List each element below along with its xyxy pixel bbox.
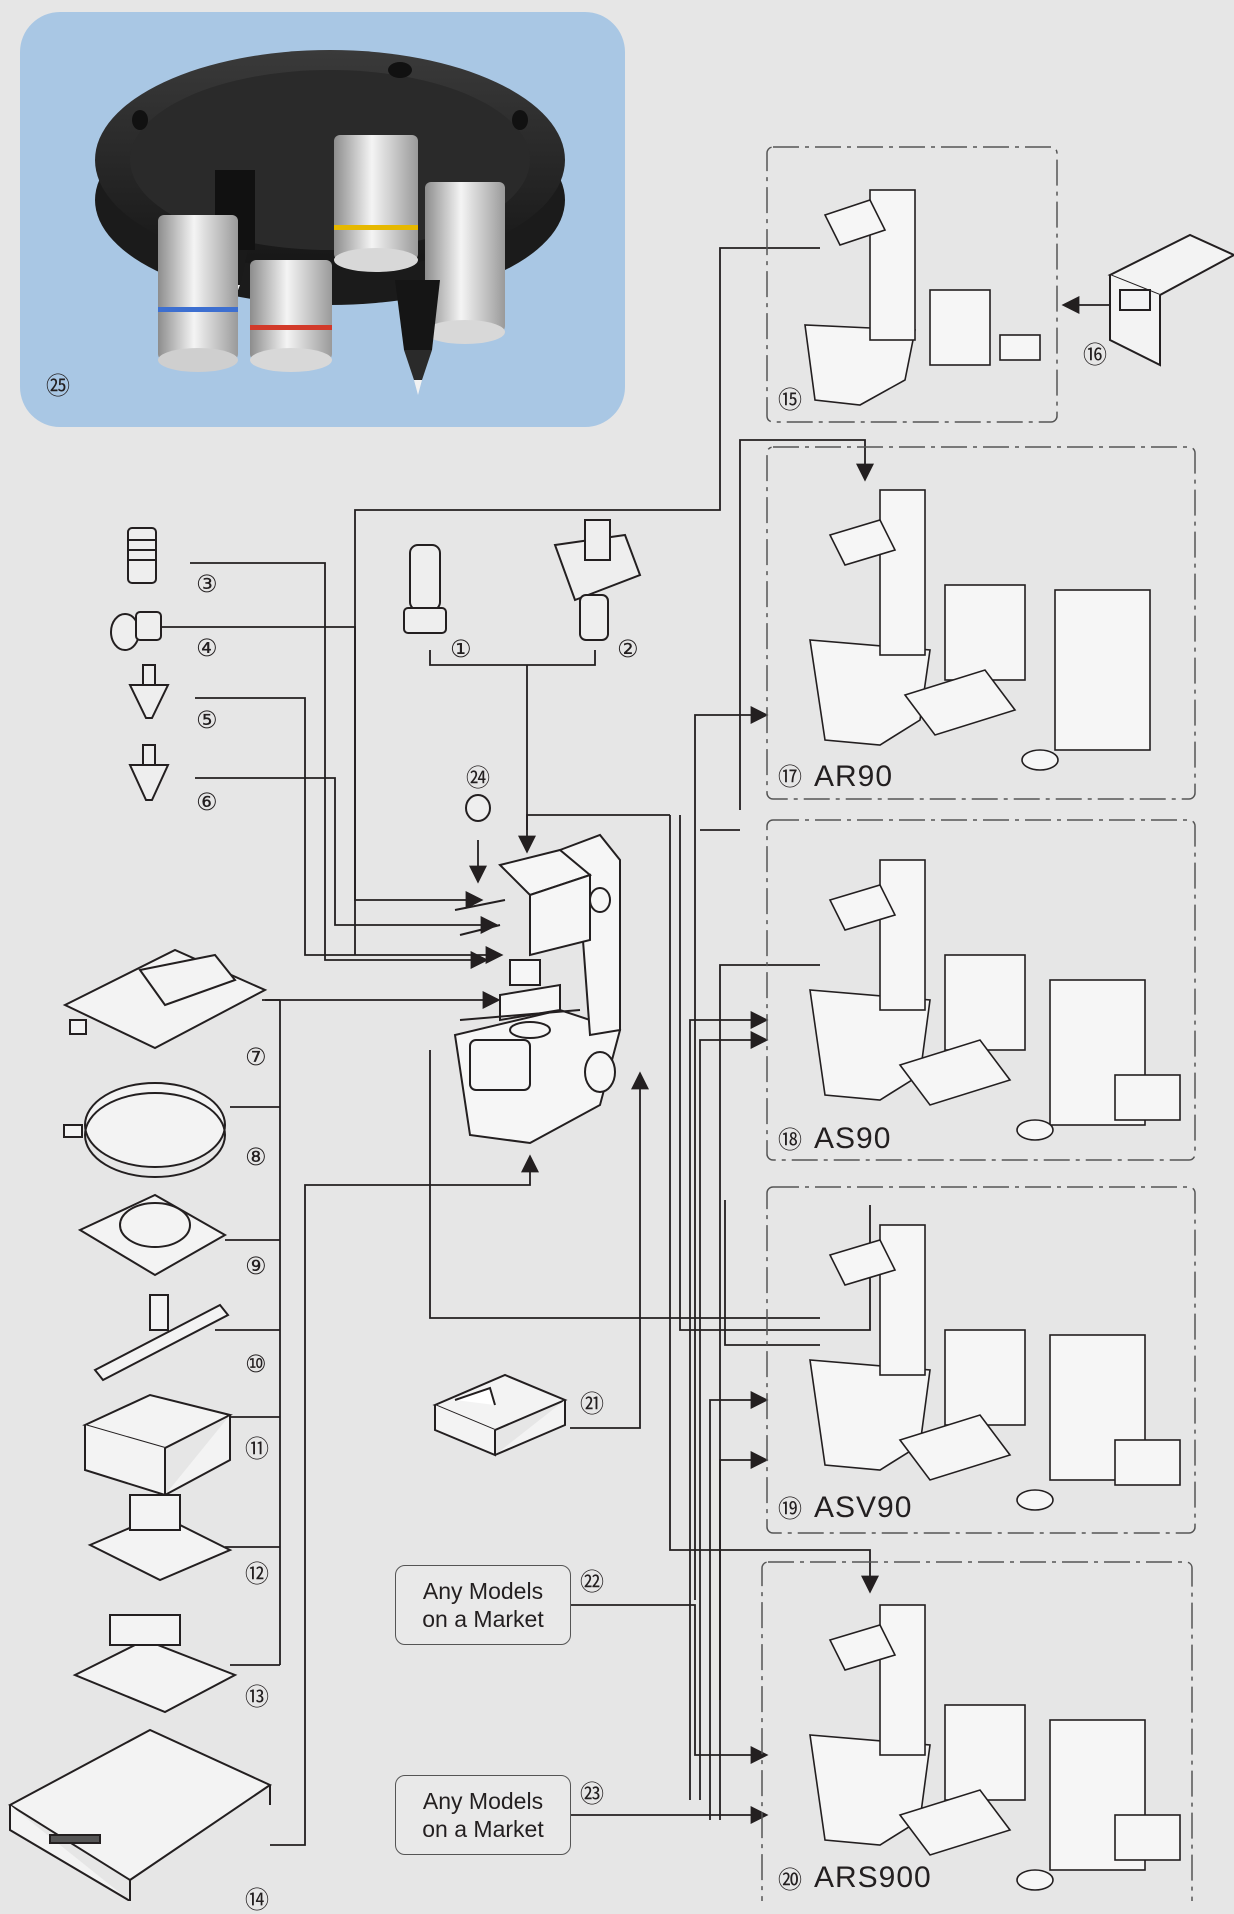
system-19 bbox=[809, 1224, 1181, 1511]
label-11: ⑪ bbox=[245, 1435, 269, 1463]
market-22-line2: on a Market bbox=[422, 1606, 544, 1632]
video-unit-icon bbox=[1107, 233, 1234, 367]
label-8: ⑧ bbox=[245, 1143, 267, 1171]
filter-icon bbox=[465, 794, 491, 822]
label-24: ㉔ bbox=[466, 764, 490, 792]
label-10: ⑩ bbox=[245, 1350, 267, 1378]
model-asv90: ASV90 bbox=[814, 1491, 913, 1524]
label-20: ⑳ bbox=[778, 1866, 802, 1894]
connector-lines bbox=[150, 247, 1110, 1846]
system-20 bbox=[809, 1604, 1181, 1891]
label-14: ⑭ bbox=[245, 1886, 269, 1914]
eyepiece-icon bbox=[127, 527, 157, 584]
fine-stage-icon bbox=[87, 1494, 233, 1582]
rotary-table-icon bbox=[63, 1082, 226, 1178]
label-2: ② bbox=[617, 635, 639, 663]
label-1: ① bbox=[450, 635, 472, 663]
label-15: ⑮ bbox=[778, 386, 802, 414]
indenter-6-icon bbox=[128, 744, 170, 801]
label-25: ㉕ bbox=[46, 372, 70, 400]
market-box-23: Any Models on a Market bbox=[395, 1775, 571, 1855]
label-3: ③ bbox=[196, 570, 218, 598]
clamp-arm-icon bbox=[93, 1294, 230, 1382]
label-7: ⑦ bbox=[245, 1043, 267, 1071]
label-21: ㉑ bbox=[580, 1390, 604, 1418]
model-ar90: AR90 bbox=[814, 760, 894, 793]
camera-unit-icon bbox=[553, 519, 642, 641]
label-22: ㉒ bbox=[580, 1568, 604, 1596]
objective-right bbox=[425, 182, 505, 344]
sleeve-icon bbox=[403, 544, 447, 634]
model-frames bbox=[761, 146, 1196, 1901]
electronic-scale-icon bbox=[8, 1728, 273, 1901]
rotating-vise-icon bbox=[72, 1614, 238, 1714]
market-23-line1: Any Models bbox=[422, 1788, 544, 1814]
label-23: ㉓ bbox=[580, 1780, 604, 1808]
main-hardness-tester bbox=[453, 833, 622, 1145]
market-22-line1: Any Models bbox=[422, 1578, 544, 1604]
market-23-line2: on a Market bbox=[422, 1816, 544, 1842]
model-as90: AS90 bbox=[814, 1122, 892, 1155]
thin-plate-stage-icon bbox=[82, 1393, 233, 1497]
model-ars900: ARS900 bbox=[814, 1861, 932, 1894]
market-box-22: Any Models on a Market bbox=[395, 1565, 571, 1645]
objective-adapter-icon bbox=[110, 611, 162, 651]
printer-icon bbox=[432, 1373, 568, 1457]
label-17: ⑰ bbox=[778, 763, 802, 791]
label-6: ⑥ bbox=[196, 788, 218, 816]
label-12: ⑫ bbox=[245, 1560, 269, 1588]
system-15 bbox=[804, 189, 1041, 406]
label-5: ⑤ bbox=[196, 706, 218, 734]
objective-yellow bbox=[334, 135, 418, 272]
label-4: ④ bbox=[196, 634, 218, 662]
xy-stage-icon bbox=[62, 948, 268, 1050]
objective-blue bbox=[158, 215, 238, 372]
indenter-right bbox=[395, 280, 440, 395]
indenter-5-icon bbox=[128, 664, 170, 719]
label-19: ⑲ bbox=[778, 1495, 802, 1523]
vise-stage-icon bbox=[77, 1193, 228, 1277]
label-9: ⑨ bbox=[245, 1252, 267, 1280]
label-16: ⑯ bbox=[1083, 341, 1107, 369]
system-18 bbox=[809, 859, 1181, 1141]
label-13: ⑬ bbox=[245, 1683, 269, 1711]
label-18: ⑱ bbox=[778, 1126, 802, 1154]
objective-red bbox=[250, 260, 332, 372]
system-17 bbox=[809, 489, 1151, 771]
